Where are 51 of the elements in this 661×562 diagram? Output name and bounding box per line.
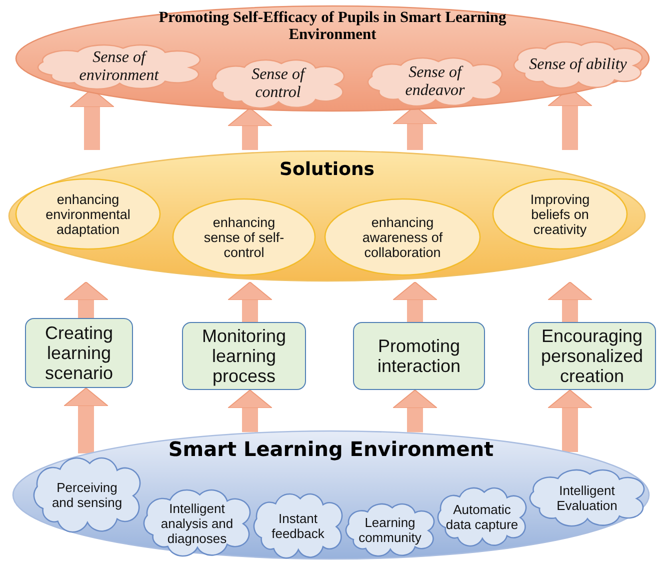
ellipse-heading: Smart Learning Environment	[167, 440, 495, 459]
cloud-shape	[212, 60, 344, 108]
cloud-shape	[34, 458, 140, 532]
block-arrow	[548, 390, 592, 452]
block-arrow	[228, 390, 272, 432]
box-label: Promoting interaction	[376, 336, 462, 376]
ellipse-label: enhancing awareness of collaboration	[361, 214, 444, 260]
cloud-shape	[530, 470, 644, 526]
cloud-shape	[438, 488, 526, 546]
cloud-shape	[514, 42, 642, 88]
cloud-label: Sense of endeavor	[404, 64, 466, 100]
cloud-shape	[368, 58, 502, 106]
block-arrow	[392, 282, 438, 322]
cloud-shape	[346, 504, 434, 556]
strategy-box	[25, 318, 133, 388]
cloud-shape	[144, 490, 250, 556]
strategy-box	[182, 322, 306, 390]
solution-ellipse	[172, 198, 316, 276]
goal-ellipse	[15, 5, 650, 112]
block-arrow	[392, 390, 438, 432]
ellipse-label: Improving beliefs on creativity	[529, 192, 591, 236]
ellipse-label: enhancing environmental adaptation	[44, 192, 132, 236]
cloud-shape	[38, 45, 200, 89]
block-arrow	[548, 282, 592, 322]
block-arrow	[64, 282, 108, 318]
solution-ellipse	[324, 198, 481, 276]
solutions-ellipse	[8, 150, 646, 282]
cloud-label: Perceiving and sensing	[50, 480, 124, 510]
ellipse-heading: Solutions	[278, 160, 376, 179]
box-label: Encouraging personalized creation	[540, 326, 644, 386]
block-arrow	[228, 282, 272, 322]
strategy-box	[528, 322, 656, 390]
block-arrow	[228, 108, 272, 150]
cloud-label: Intelligent analysis and diagnoses	[160, 500, 234, 546]
cloud-label: Sense of ability	[529, 56, 627, 74]
ellipse-heading: Promoting Self-Efficacy of Pupils in Smart Learning Environment	[158, 9, 508, 43]
cloud-label: Sense of environment	[78, 49, 160, 85]
cloud-label: Learning community	[358, 515, 422, 545]
cloud-label: Sense of control	[250, 66, 308, 102]
ellipse-label: enhancing sense of self-control	[202, 214, 286, 260]
solution-ellipse	[15, 178, 161, 250]
strategy-box	[353, 322, 485, 390]
environment-ellipse	[12, 430, 650, 560]
cloud-label: Automatic data capture	[444, 502, 520, 532]
block-arrow	[64, 388, 108, 454]
cloud-label: Instant feedback	[270, 511, 326, 541]
solution-ellipse	[492, 178, 628, 250]
box-label: Monitoring learning process	[200, 326, 288, 386]
box-label: Creating learning scenario	[44, 323, 114, 383]
cloud-shape	[254, 494, 342, 558]
cloud-label: Intelligent Evaluation	[556, 483, 618, 513]
